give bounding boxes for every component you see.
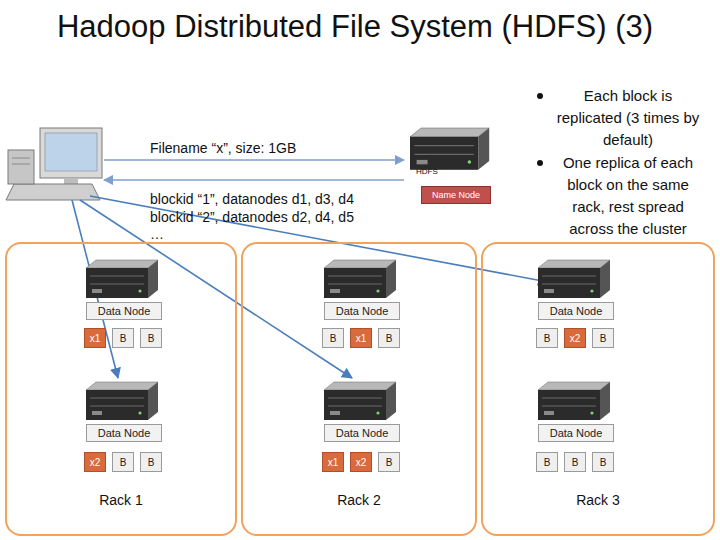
node-label: Data Node <box>336 305 389 317</box>
block-box: B <box>536 452 558 472</box>
bullet-note: One replica of each block on the same ra… <box>553 152 703 240</box>
node-label: B <box>120 333 127 344</box>
node-label: B <box>386 333 393 344</box>
node-label: x1 <box>356 333 367 344</box>
write-arrow <box>80 200 352 378</box>
node-label: x1 <box>90 333 101 344</box>
node-label: Data Node <box>98 305 151 317</box>
node-label: x2 <box>90 457 101 468</box>
data-node-box: Data Node <box>538 302 614 320</box>
request-arrow <box>104 159 404 161</box>
node-label: B <box>148 457 155 468</box>
node-label: Name Node <box>432 190 480 200</box>
node-label: B <box>600 457 607 468</box>
bullet-dot <box>537 93 543 99</box>
node-label: Data Node <box>336 427 389 439</box>
server-icon <box>538 260 610 298</box>
node-label: B <box>148 333 155 344</box>
block-box: B <box>112 328 134 348</box>
data-node-box: Data Node <box>324 302 400 320</box>
message-label: Filename “x”, size: 1GB <box>150 140 296 156</box>
rack-group: Rack 1Data Nodex1BBData Nodex2BB <box>5 242 237 536</box>
node-label: x2 <box>570 333 581 344</box>
node-label: Data Node <box>550 427 603 439</box>
node-label: Data Node <box>98 427 151 439</box>
rack-group: Rack 2Data NodeBx1BData Nodex1x2B <box>241 242 477 536</box>
server-icon <box>538 382 610 420</box>
rack-label: Rack 1 <box>7 492 235 508</box>
server-icon <box>410 128 489 170</box>
rack-group: Rack 3Data NodeBx2BData NodeBBB <box>481 242 715 536</box>
write-arrow <box>90 196 548 282</box>
client-computer <box>6 128 102 200</box>
server-icon <box>324 382 396 420</box>
diagram-title: Hadoop Distributed File System (HDFS) (3… <box>45 10 665 43</box>
server-label: HDFS <box>416 167 438 176</box>
block-box: x2 <box>84 452 106 472</box>
node-label: B <box>572 457 579 468</box>
data-node-box: Data Node <box>86 302 162 320</box>
response-arrow <box>104 179 404 181</box>
data-node-box: Data Node <box>86 424 162 442</box>
block-box: B <box>112 452 134 472</box>
server-icon <box>86 260 158 298</box>
block-box: B <box>378 452 400 472</box>
block-box: B <box>378 328 400 348</box>
bullet-note: Each block is replicated (3 times by def… <box>553 85 703 151</box>
node-label: x1 <box>328 457 339 468</box>
message-label: blockid “2”, datanodes d2, d4, d5 <box>150 209 354 225</box>
rack-label: Rack 3 <box>483 492 713 508</box>
data-node-box: Data Node <box>324 424 400 442</box>
name-node-box: Name Node <box>421 186 491 204</box>
server-icon <box>86 382 158 420</box>
block-box: B <box>140 452 162 472</box>
node-label: B <box>600 333 607 344</box>
data-node-box: Data Node <box>538 424 614 442</box>
block-box: x2 <box>350 452 372 472</box>
node-label: B <box>544 333 551 344</box>
node-label: B <box>386 457 393 468</box>
block-box: B <box>536 328 558 348</box>
node-label: x2 <box>356 457 367 468</box>
node-label: B <box>544 457 551 468</box>
rack-label: Rack 2 <box>243 492 475 508</box>
block-box: B <box>140 328 162 348</box>
block-box: x1 <box>84 328 106 348</box>
block-box: B <box>564 452 586 472</box>
block-box: x1 <box>322 452 344 472</box>
block-box: x2 <box>564 328 586 348</box>
node-label: B <box>120 457 127 468</box>
message-label: … <box>150 226 164 242</box>
block-box: B <box>592 452 614 472</box>
node-label: B <box>330 333 337 344</box>
block-box: x1 <box>350 328 372 348</box>
server-icon <box>324 260 396 298</box>
node-label: Data Node <box>550 305 603 317</box>
message-label: blockid “1”, datanodes d1, d3, d4 <box>150 191 354 207</box>
block-box: B <box>322 328 344 348</box>
block-box: B <box>592 328 614 348</box>
bullet-dot <box>537 160 543 166</box>
